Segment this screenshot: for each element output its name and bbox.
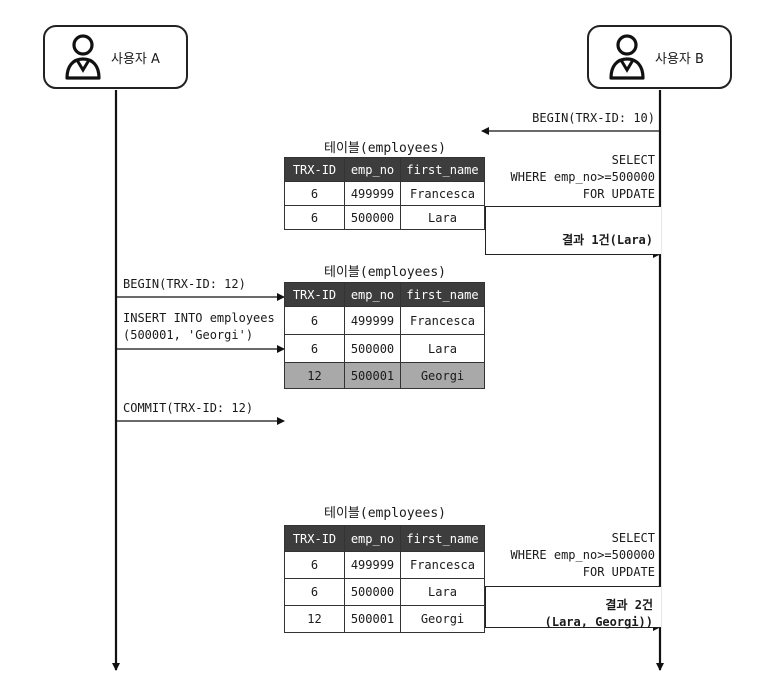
actor-b-name: 사용자 B bbox=[655, 51, 704, 67]
commit-label: COMMIT(TRX-ID: 12) bbox=[123, 401, 254, 415]
table-cell: Georgi bbox=[400, 362, 485, 389]
table-cell: 500001 bbox=[344, 605, 401, 633]
table-cell: 12 bbox=[284, 605, 345, 633]
table-row-new: 12 500001 Georgi bbox=[284, 362, 485, 389]
col-header: emp_no bbox=[344, 282, 401, 307]
table-cell: 6 bbox=[284, 578, 345, 606]
table-row: 6 499999 Francesca bbox=[284, 306, 485, 335]
col-header: first_name bbox=[400, 282, 485, 307]
col-header: TRX-ID bbox=[284, 525, 345, 552]
table-cell: 500000 bbox=[344, 205, 401, 230]
table-cell: 500001 bbox=[344, 362, 401, 389]
table-header: TRX-ID emp_no first_name bbox=[284, 157, 485, 182]
table-header: TRX-ID emp_no first_name bbox=[284, 282, 485, 307]
table-cell: Lara bbox=[400, 578, 485, 606]
actor-user-b: 사용자 B bbox=[587, 25, 732, 89]
table-cell: 499999 bbox=[344, 551, 401, 579]
actor-user-a: 사용자 A bbox=[43, 25, 188, 89]
insert-label: INSERT INTO employees (500001, 'Georgi') bbox=[123, 311, 275, 342]
table-cell: 499999 bbox=[344, 181, 401, 206]
table-cell: 6 bbox=[284, 306, 345, 335]
table-cell: 6 bbox=[284, 205, 345, 230]
table-3-caption: 테이블(employees) bbox=[324, 506, 446, 521]
table-row: 6 500000 Lara bbox=[284, 205, 485, 230]
table-2-caption: 테이블(employees) bbox=[324, 265, 446, 280]
table-cell: Francesca bbox=[400, 551, 485, 579]
employees-table-3: TRX-ID emp_no first_name 6 499999 France… bbox=[284, 525, 485, 633]
result-box-2: 결과 2건 (Lara, Georgi)) bbox=[485, 586, 661, 629]
table-cell: 6 bbox=[284, 334, 345, 363]
result-1-label: 결과 1건(Lara) bbox=[562, 233, 653, 247]
table-row: 12 500001 Georgi bbox=[284, 605, 485, 633]
col-header: TRX-ID bbox=[284, 282, 345, 307]
table-cell: Lara bbox=[400, 205, 485, 230]
user-icon bbox=[65, 34, 101, 80]
table-row: 6 500000 Lara bbox=[284, 578, 485, 606]
table-cell: Georgi bbox=[400, 605, 485, 633]
col-header: first_name bbox=[400, 525, 485, 552]
table-cell: 500000 bbox=[344, 578, 401, 606]
employees-table-1: TRX-ID emp_no first_name 6 499999 France… bbox=[284, 157, 485, 230]
select-query-1: SELECT WHERE emp_no>=500000 FOR UPDATE bbox=[510, 153, 656, 201]
table-header: TRX-ID emp_no first_name bbox=[284, 525, 485, 552]
col-header: TRX-ID bbox=[284, 157, 345, 182]
col-header: first_name bbox=[400, 157, 485, 182]
employees-table-2: TRX-ID emp_no first_name 6 499999 France… bbox=[284, 282, 485, 389]
actor-a-name: 사용자 A bbox=[111, 51, 160, 67]
col-header: emp_no bbox=[344, 525, 401, 552]
table-cell: 499999 bbox=[344, 306, 401, 335]
table-cell: Francesca bbox=[400, 181, 485, 206]
col-header: emp_no bbox=[344, 157, 401, 182]
table-cell: 12 bbox=[284, 362, 345, 389]
result-2-label: 결과 2건 (Lara, Georgi)) bbox=[544, 598, 653, 629]
user-icon bbox=[609, 34, 645, 80]
begin-a-label: BEGIN(TRX-ID: 12) bbox=[123, 277, 246, 291]
table-cell: 6 bbox=[284, 181, 345, 206]
table-cell: 6 bbox=[284, 551, 345, 579]
table-cell: Francesca bbox=[400, 306, 485, 335]
table-cell: 500000 bbox=[344, 334, 401, 363]
select-query-2: SELECT WHERE emp_no>=500000 FOR UPDATE bbox=[510, 531, 656, 579]
table-1-caption: 테이블(employees) bbox=[324, 141, 446, 156]
table-cell: Lara bbox=[400, 334, 485, 363]
table-row: 6 500000 Lara bbox=[284, 334, 485, 363]
result-box-1: 결과 1건(Lara) bbox=[485, 206, 661, 255]
table-row: 6 499999 Francesca bbox=[284, 551, 485, 579]
begin-b-label: BEGIN(TRX-ID: 10) bbox=[532, 111, 655, 125]
table-row: 6 499999 Francesca bbox=[284, 181, 485, 206]
